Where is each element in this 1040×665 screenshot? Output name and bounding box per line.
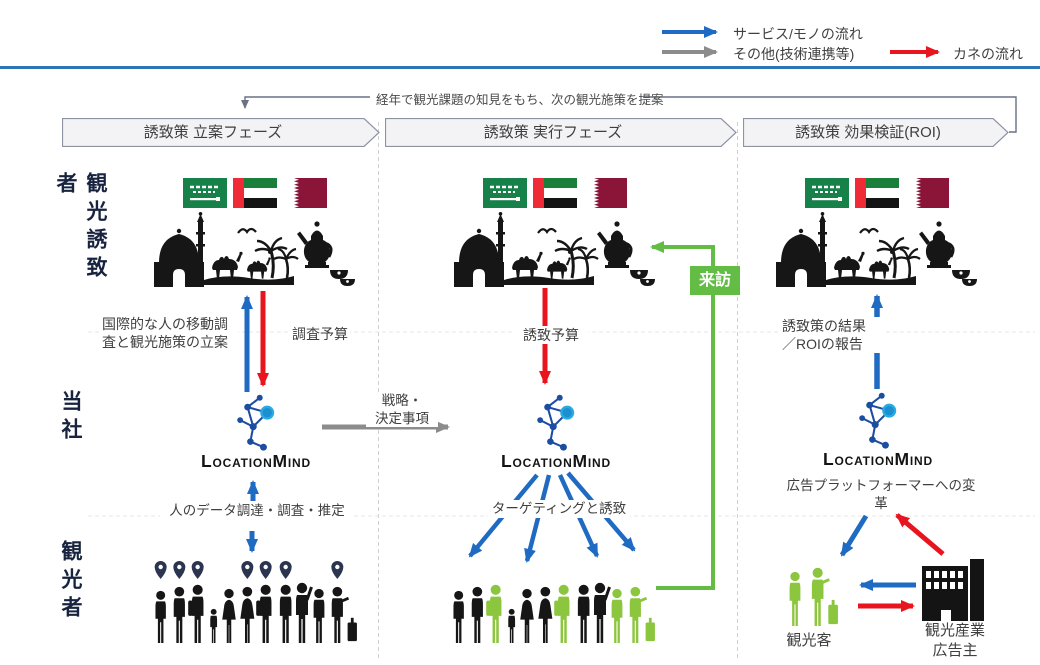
qatar-flag [583, 178, 627, 208]
col2-budget-label: 誘致予算 [514, 326, 588, 345]
locationmind-logo-icon-col1 [228, 392, 284, 452]
feedback-note: 経年で観光課題の知見をもち、次の観光施策を提案 [376, 89, 664, 108]
phase-chevron-3 [743, 118, 1009, 147]
qatar-flag [905, 178, 949, 208]
locationmind-wordmark-col1: LocationMind [201, 451, 311, 471]
person-silhouette [577, 584, 590, 643]
legend-money-label: カネの流れ [953, 46, 1023, 62]
uae-flag [855, 178, 899, 208]
person-silhouette [188, 584, 204, 643]
person-silhouette [210, 608, 218, 643]
visit-badge: 来訪 [690, 266, 740, 295]
person-silhouette [486, 584, 502, 643]
location-pin-icon [279, 561, 292, 579]
arab-culture-icons-col2 [454, 212, 659, 287]
location-pin-icon [241, 561, 254, 579]
col3-report-label: 誘致策の結果 ／ROIの報告 [780, 317, 884, 354]
location-pin-icon [191, 561, 204, 579]
person-silhouette [173, 586, 185, 643]
flag-row-col3 [805, 178, 949, 208]
arab-culture-icons-col1 [154, 212, 359, 287]
person-silhouette [279, 584, 292, 643]
person-silhouette [629, 586, 655, 643]
platform-label: 広告プラットフォーマーへの変革 [779, 477, 983, 513]
phase-3-label: 誘致策 効果検証(ROI) [795, 124, 941, 141]
person-silhouette [554, 584, 570, 643]
locationmind-wordmark-col2: LocationMind [501, 451, 611, 471]
person-silhouette [313, 588, 325, 643]
saudi-arabia-flag [483, 178, 527, 208]
flag-row-col1 [183, 178, 327, 208]
phase-chevron-1 [62, 118, 380, 147]
row-label-tourists: 観光者 [59, 540, 82, 624]
person-silhouette [296, 582, 313, 643]
tourist-crowd-col2 [453, 582, 655, 643]
locationmind-logo-icon-col3 [850, 390, 906, 450]
person-silhouette [811, 567, 838, 626]
legend-service-label: サービス/モノの流れ [733, 26, 863, 42]
locationmind-wordmark-col3: LocationMind [823, 449, 933, 469]
suitcase-icon [828, 604, 838, 625]
uae-flag [233, 178, 277, 208]
strategy-label: 戦略・ 決定事項 [366, 392, 438, 428]
person-silhouette [471, 586, 483, 643]
phase-1-label: 誘致策 立案フェーズ [143, 124, 283, 141]
tourist-crowd-col1 [154, 560, 357, 643]
saudi-arabia-flag [183, 178, 227, 208]
suitcase-icon [347, 622, 357, 642]
col3-red-diagonal-arrow [895, 513, 945, 556]
person-silhouette [453, 590, 464, 643]
person-silhouette [155, 590, 166, 643]
person-silhouette [256, 584, 272, 643]
uae-flag [533, 178, 577, 208]
col1-data-label: 人のデータ調達・調査・推定 [160, 502, 354, 520]
locationmind-logo-icon-col2 [528, 392, 584, 452]
tourist-pair-col3 [789, 567, 838, 626]
phase-chevron-2 [385, 118, 737, 147]
flag-row-col2 [483, 178, 627, 208]
location-pin-icon [154, 560, 167, 579]
person-silhouette [508, 608, 516, 643]
suitcase-icon [645, 622, 655, 642]
tourist-label: 観光客 [772, 631, 846, 651]
location-pin-icon [173, 561, 186, 579]
person-silhouette [331, 586, 357, 643]
person-silhouette [222, 588, 236, 643]
person-silhouette [611, 588, 623, 643]
targeting-label: ターゲティングと誘致 [488, 500, 630, 518]
feedback-loop-left [241, 96, 370, 109]
location-pin-icon [259, 561, 272, 579]
person-silhouette [594, 582, 611, 643]
phase-2-label: 誘致策 実行フェーズ [483, 124, 623, 141]
row-label-inviters: 観光誘致者 [54, 172, 107, 284]
person-silhouette [520, 588, 534, 643]
qatar-flag [283, 178, 327, 208]
person-silhouette [538, 586, 553, 643]
col1-budget-label: 調査予算 [290, 325, 350, 344]
legend-other-label: その他(技術連携等) [733, 46, 855, 62]
visit-flow-line [650, 241, 715, 590]
row-label-company: 当社 [59, 390, 82, 446]
location-pin-icon [331, 561, 344, 579]
advertiser-building-icon [920, 556, 986, 622]
person-silhouette [240, 586, 255, 643]
arab-culture-icons-col3 [776, 212, 981, 287]
advertiser-label: 観光産業 広告主 [905, 621, 1005, 660]
col1-invite-label: 国際的な人の移動調 査と観光施策の立案 [100, 315, 238, 352]
person-silhouette [789, 571, 801, 626]
saudi-arabia-flag [805, 178, 849, 208]
